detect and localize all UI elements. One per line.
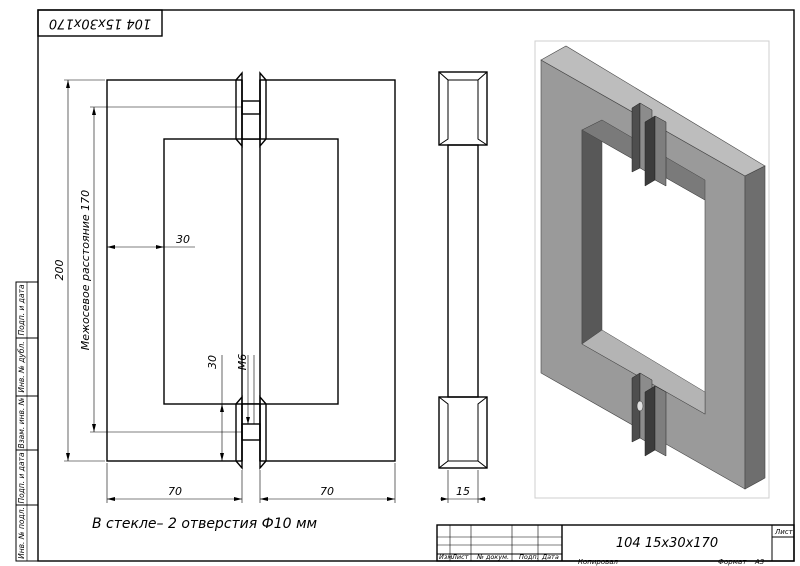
front-view — [106, 71, 396, 470]
side-bottom-fitting — [438, 396, 488, 469]
corner-stamp: 104 15x30x170 — [37, 9, 163, 37]
front-bottom-left-flange — [235, 395, 243, 470]
side-stamp-cell-5: Инв. № подл. — [17, 507, 26, 559]
copied-label: Копировал — [578, 558, 619, 566]
format-label: Формат — [718, 558, 747, 566]
col-izm: Изм. — [439, 553, 454, 561]
dim-overall-height: 200 — [53, 260, 66, 281]
dim-center-distance: Межосевое расстояние 170 — [79, 190, 92, 350]
front-left-panel — [106, 79, 243, 462]
dim-bar-width: 30 — [176, 233, 190, 246]
front-bottom-right-flange — [259, 395, 267, 470]
corner-stamp-text: 104 15x30x170 — [49, 16, 151, 31]
dim-post-height: 30 — [206, 355, 219, 369]
side-stamp-cell-4: Подп. и дата — [17, 452, 26, 503]
front-top-right-flange — [259, 71, 267, 148]
front-top-bolt — [241, 100, 261, 115]
front-inner-opening — [163, 138, 339, 405]
side-stamp-cell-2: Инв. № дубл. — [17, 341, 26, 392]
side-top-fitting — [438, 71, 488, 146]
iso-side-face — [744, 165, 766, 490]
dim-right-width: 70 — [320, 485, 334, 498]
front-top-left-flange — [235, 71, 243, 148]
title-block-sheet-label: Лист — [774, 528, 794, 536]
dim-thread: М6 — [236, 354, 249, 371]
col-doc: № докум. — [476, 553, 509, 561]
side-shaft — [447, 144, 479, 398]
iso-bottom-connector — [631, 372, 667, 457]
dimensions: 200 Межосевое расстояние 170 30 30 М6 — [53, 79, 396, 503]
title-block: Изм. Лист № докум. Подп. Дата 104 15x30x… — [436, 524, 795, 562]
format-value: А3 — [754, 558, 764, 566]
col-list: Лист — [451, 553, 469, 561]
hole-note: В стекле– 2 отверстия Ф10 мм — [92, 516, 318, 532]
side-view: 15 — [438, 71, 488, 503]
iso-top-connector — [631, 102, 667, 187]
side-stamp: Подп. и дата Инв. № дубл. Взам. инв. № П… — [15, 281, 39, 562]
col-sign: Подп. — [519, 553, 539, 561]
isometric-view — [534, 40, 770, 499]
title-block-title: 104 15x30x170 — [616, 536, 718, 551]
side-stamp-cell-3: Взам. инв. № — [17, 397, 26, 448]
front-right-panel — [259, 79, 396, 462]
side-stamp-cell-1: Подп. и дата — [17, 284, 26, 335]
col-date: Дата — [541, 553, 559, 561]
dim-side-thickness: 15 — [456, 485, 470, 498]
dim-left-width: 70 — [168, 485, 182, 498]
